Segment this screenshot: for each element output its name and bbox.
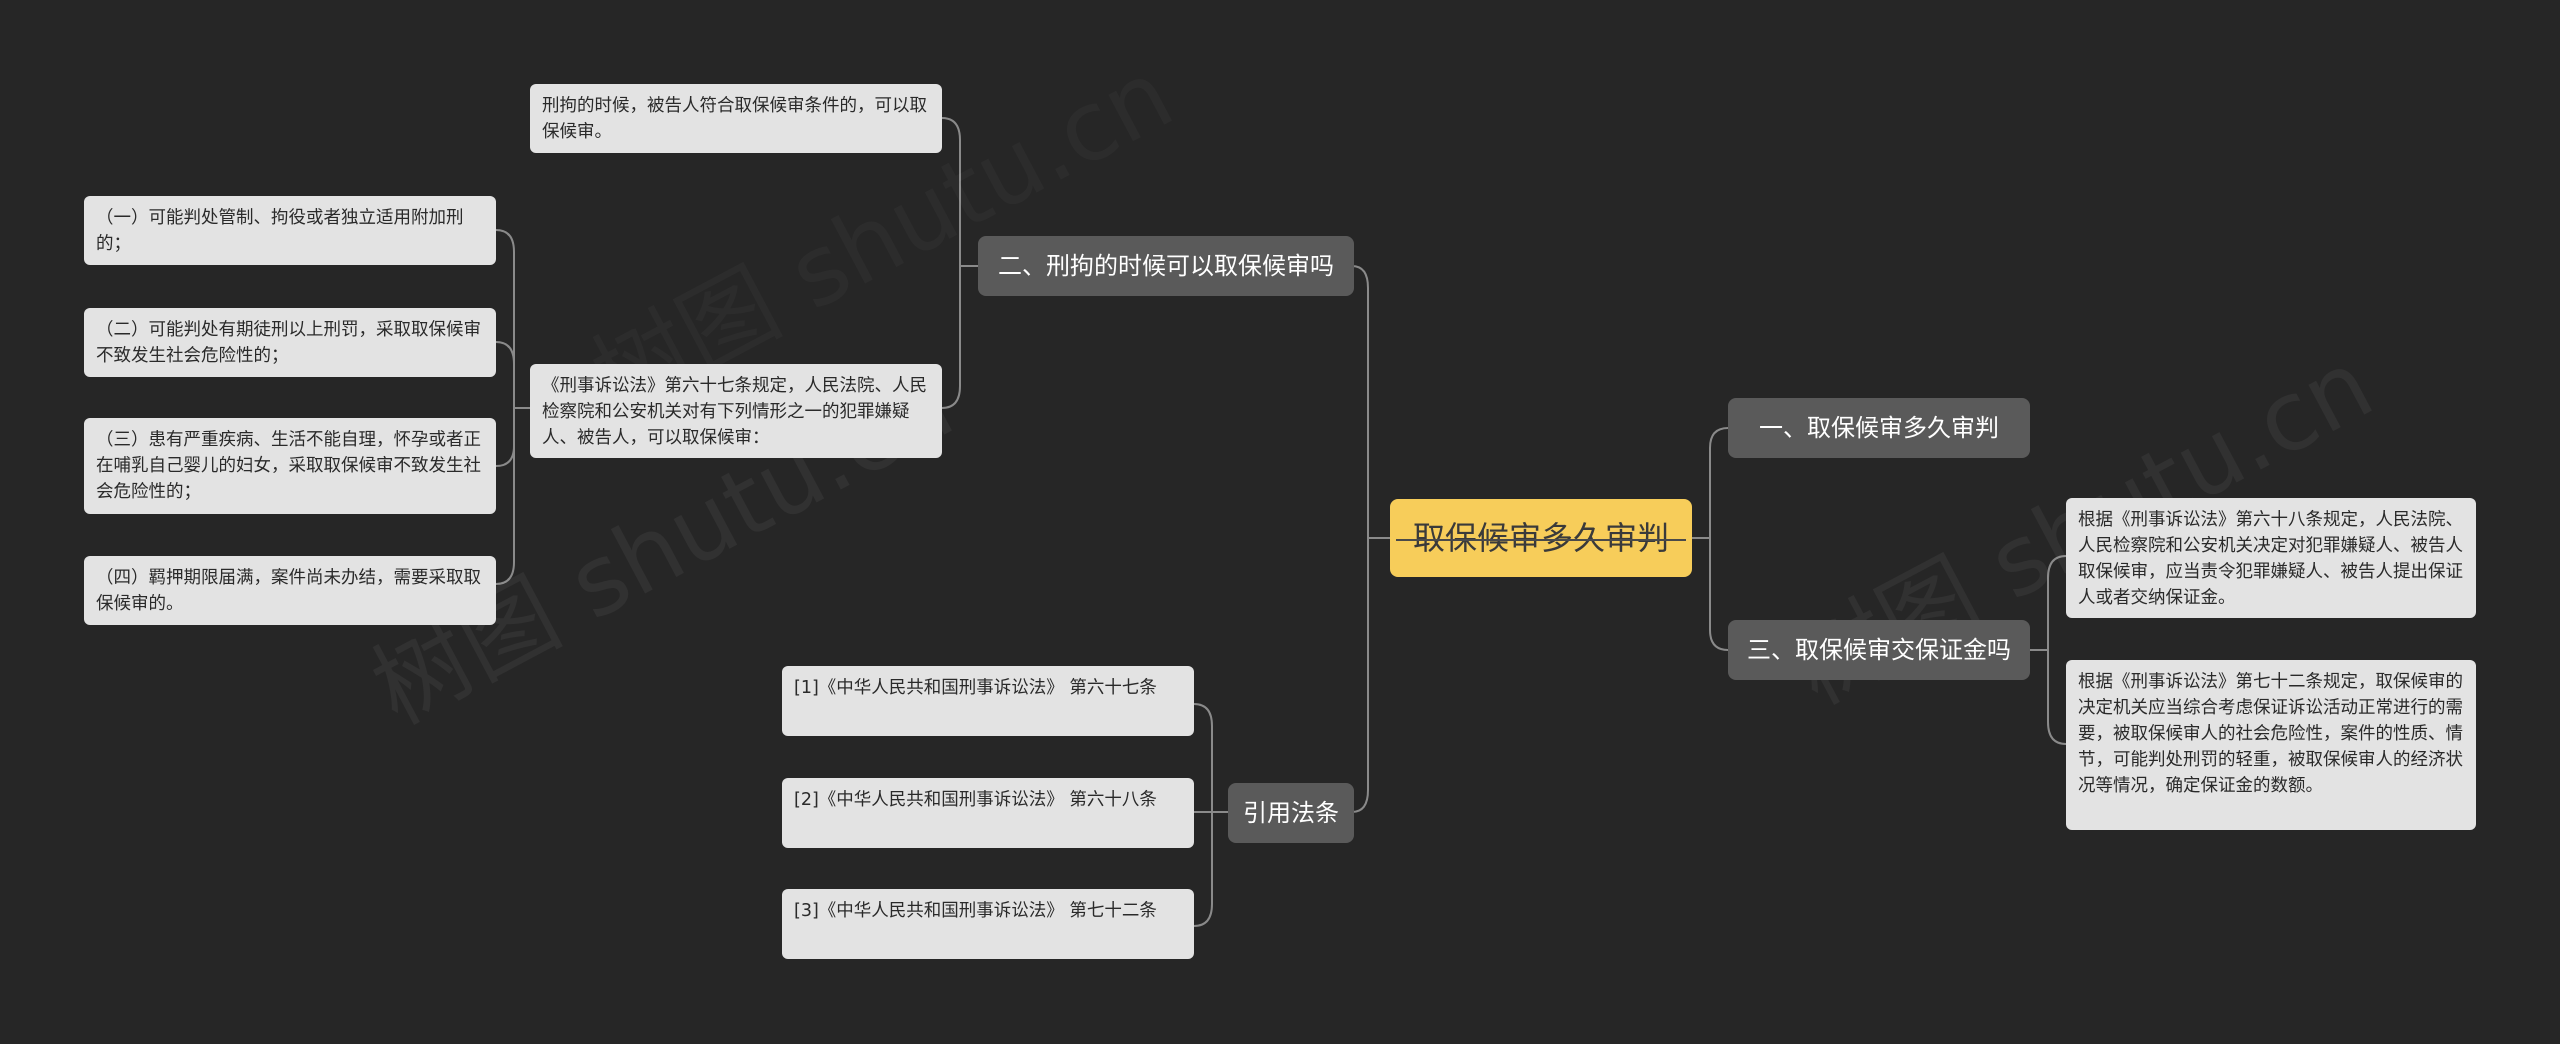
branch-b2[interactable]: 引用法条 (1228, 783, 1354, 843)
link-b4-l2 (2030, 649, 2067, 745)
link-root-b2 (1351, 537, 1390, 813)
root-topic-strike-line (1396, 539, 1686, 541)
root-topic[interactable]: 取保候审多久审判 (1390, 499, 1692, 577)
leaf-b1-2-2[interactable]: （二）可能判处有期徒刑以上刑罚，采取取保候审不致发生社会危险性的； (84, 308, 496, 377)
leaf-b2-2[interactable]: [2]《中华人民共和国刑事诉讼法》 第六十八条 (782, 778, 1194, 848)
link-b4-l1 (2030, 555, 2067, 651)
link-l2-c2 (495, 341, 530, 409)
leaf-b1-1[interactable]: 刑拘的时候，被告人符合取保候审条件的，可以取保候审。 (530, 84, 942, 153)
link-b1-l1 (941, 117, 978, 267)
link-root-b1 (1351, 265, 1390, 539)
leaf-b1-2-1[interactable]: （一）可能判处管制、拘役或者独立适用附加刑的； (84, 196, 496, 265)
link-b1-l2 (941, 265, 978, 409)
link-l2-c4 (495, 407, 530, 585)
leaf-b4-2[interactable]: 根据《刑事诉讼法》第七十二条规定，取保候审的决定机关应当综合考虑保证诉讼活动正常… (2066, 660, 2476, 830)
link-root-b4 (1692, 537, 1729, 651)
leaf-b2-1[interactable]: [1]《中华人民共和国刑事诉讼法》 第六十七条 (782, 666, 1194, 736)
leaf-b1-2-4[interactable]: （四）羁押期限届满，案件尚未办结，需要采取取保候审的。 (84, 556, 496, 625)
leaf-b1-2-3[interactable]: （三）患有严重疾病、生活不能自理，怀孕或者正在哺乳自己婴儿的妇女，采取取保候审不… (84, 418, 496, 514)
leaf-b1-2[interactable]: 《刑事诉讼法》第六十七条规定，人民法院、人民检察院和公安机关对有下列情形之一的犯… (530, 364, 942, 458)
branch-b1[interactable]: 二、刑拘的时候可以取保候审吗 (978, 236, 1354, 296)
root-topic-label: 取保候审多久审判 (1412, 519, 1669, 557)
branch-b4[interactable]: 三、取保候审交保证金吗 (1728, 620, 2030, 680)
leaf-b4-1[interactable]: 根据《刑事诉讼法》第六十八条规定，人民法院、人民检察院和公安机关决定对犯罪嫌疑人… (2066, 498, 2476, 618)
leaf-b2-3[interactable]: [3]《中华人民共和国刑事诉讼法》 第七十二条 (782, 889, 1194, 959)
link-root-b3 (1692, 427, 1729, 539)
link-b2-l1 (1193, 703, 1228, 813)
link-l2-c1 (495, 229, 530, 409)
branch-b3[interactable]: 一、取保候审多久审判 (1728, 398, 2030, 458)
link-b2-l3 (1193, 811, 1228, 927)
